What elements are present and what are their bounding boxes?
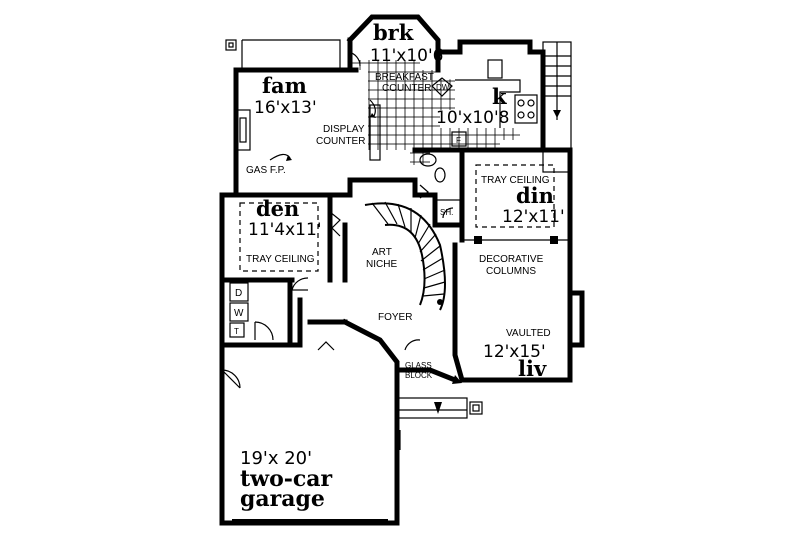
- dining-room-dim: 12'x11': [502, 207, 565, 227]
- garage-name-line1: two-car: [240, 466, 333, 492]
- glass-block-label-1: GLASS: [405, 361, 432, 370]
- laundry-w-label: W: [234, 308, 244, 319]
- powder-room-fixtures: [419, 153, 446, 183]
- breakfast-tile-floor: [350, 60, 520, 165]
- gas-fireplace-label: GAS F.P.: [246, 165, 286, 176]
- dining-room-name: din: [516, 183, 554, 208]
- art-niche-label-1: ART: [372, 247, 392, 258]
- dishwasher-label: DW: [436, 83, 450, 92]
- family-fixtures: [235, 99, 381, 161]
- shower-label: SH.: [440, 208, 453, 217]
- den-tray-ceiling-label: TRAY CEILING: [246, 254, 315, 265]
- display-counter-label-2: COUNTER: [316, 136, 365, 147]
- breakfast-room-name: brk: [373, 20, 414, 45]
- display-counter-label-1: DISPLAY: [323, 124, 365, 135]
- glass-block-label-2: BLOCK: [405, 371, 433, 380]
- den-room-dim: 11'4x11': [248, 220, 322, 240]
- decorative-columns-label-1: DECORATIVE: [479, 254, 544, 265]
- rear-deck: [225, 39, 341, 70]
- front-walk: [396, 375, 483, 450]
- den-tray-ceiling-outline: [239, 202, 319, 272]
- breakfast-counter-label-1: BREAKFAST: [375, 72, 434, 83]
- rear-stair: [542, 41, 572, 173]
- kitchen-room-name: k: [492, 84, 507, 109]
- family-room-name: fam: [262, 73, 307, 98]
- den-room-name: den: [256, 196, 299, 221]
- living-room-dim: 12'x15': [483, 342, 546, 362]
- breakfast-room-dim: 11'x10'6: [370, 46, 444, 66]
- breakfast-counter-label-2: COUNTER: [382, 83, 431, 94]
- column-right: [550, 236, 558, 244]
- column-left: [474, 236, 482, 244]
- family-room-dim: 16'x13': [254, 98, 317, 118]
- kitchen-room-dim: 10'x10'8: [436, 108, 510, 128]
- garage-name-line2: garage: [240, 486, 325, 512]
- foyer-label: FOYER: [378, 312, 412, 323]
- garage-dim: 19'x 20': [240, 448, 312, 469]
- shower: [435, 199, 461, 225]
- laundry-appliances: [229, 282, 249, 338]
- vaulted-label: VAULTED: [506, 328, 551, 339]
- kitchen-fixtures: [431, 59, 538, 147]
- art-niche-label-2: NICHE: [366, 259, 397, 270]
- interior-walls: [219, 120, 465, 348]
- decorative-columns-label-2: COLUMNS: [486, 266, 536, 277]
- dining-tray-ceiling-outline: [475, 164, 555, 228]
- curved-staircase: [364, 201, 446, 311]
- doors: [221, 51, 454, 389]
- laundry-d-label: D: [235, 288, 242, 299]
- living-room-name: liv: [518, 356, 547, 381]
- fridge-label: F: [456, 136, 461, 145]
- dining-tray-ceiling-label: TRAY CEILING: [481, 175, 550, 186]
- laundry-t-label: T: [234, 327, 239, 336]
